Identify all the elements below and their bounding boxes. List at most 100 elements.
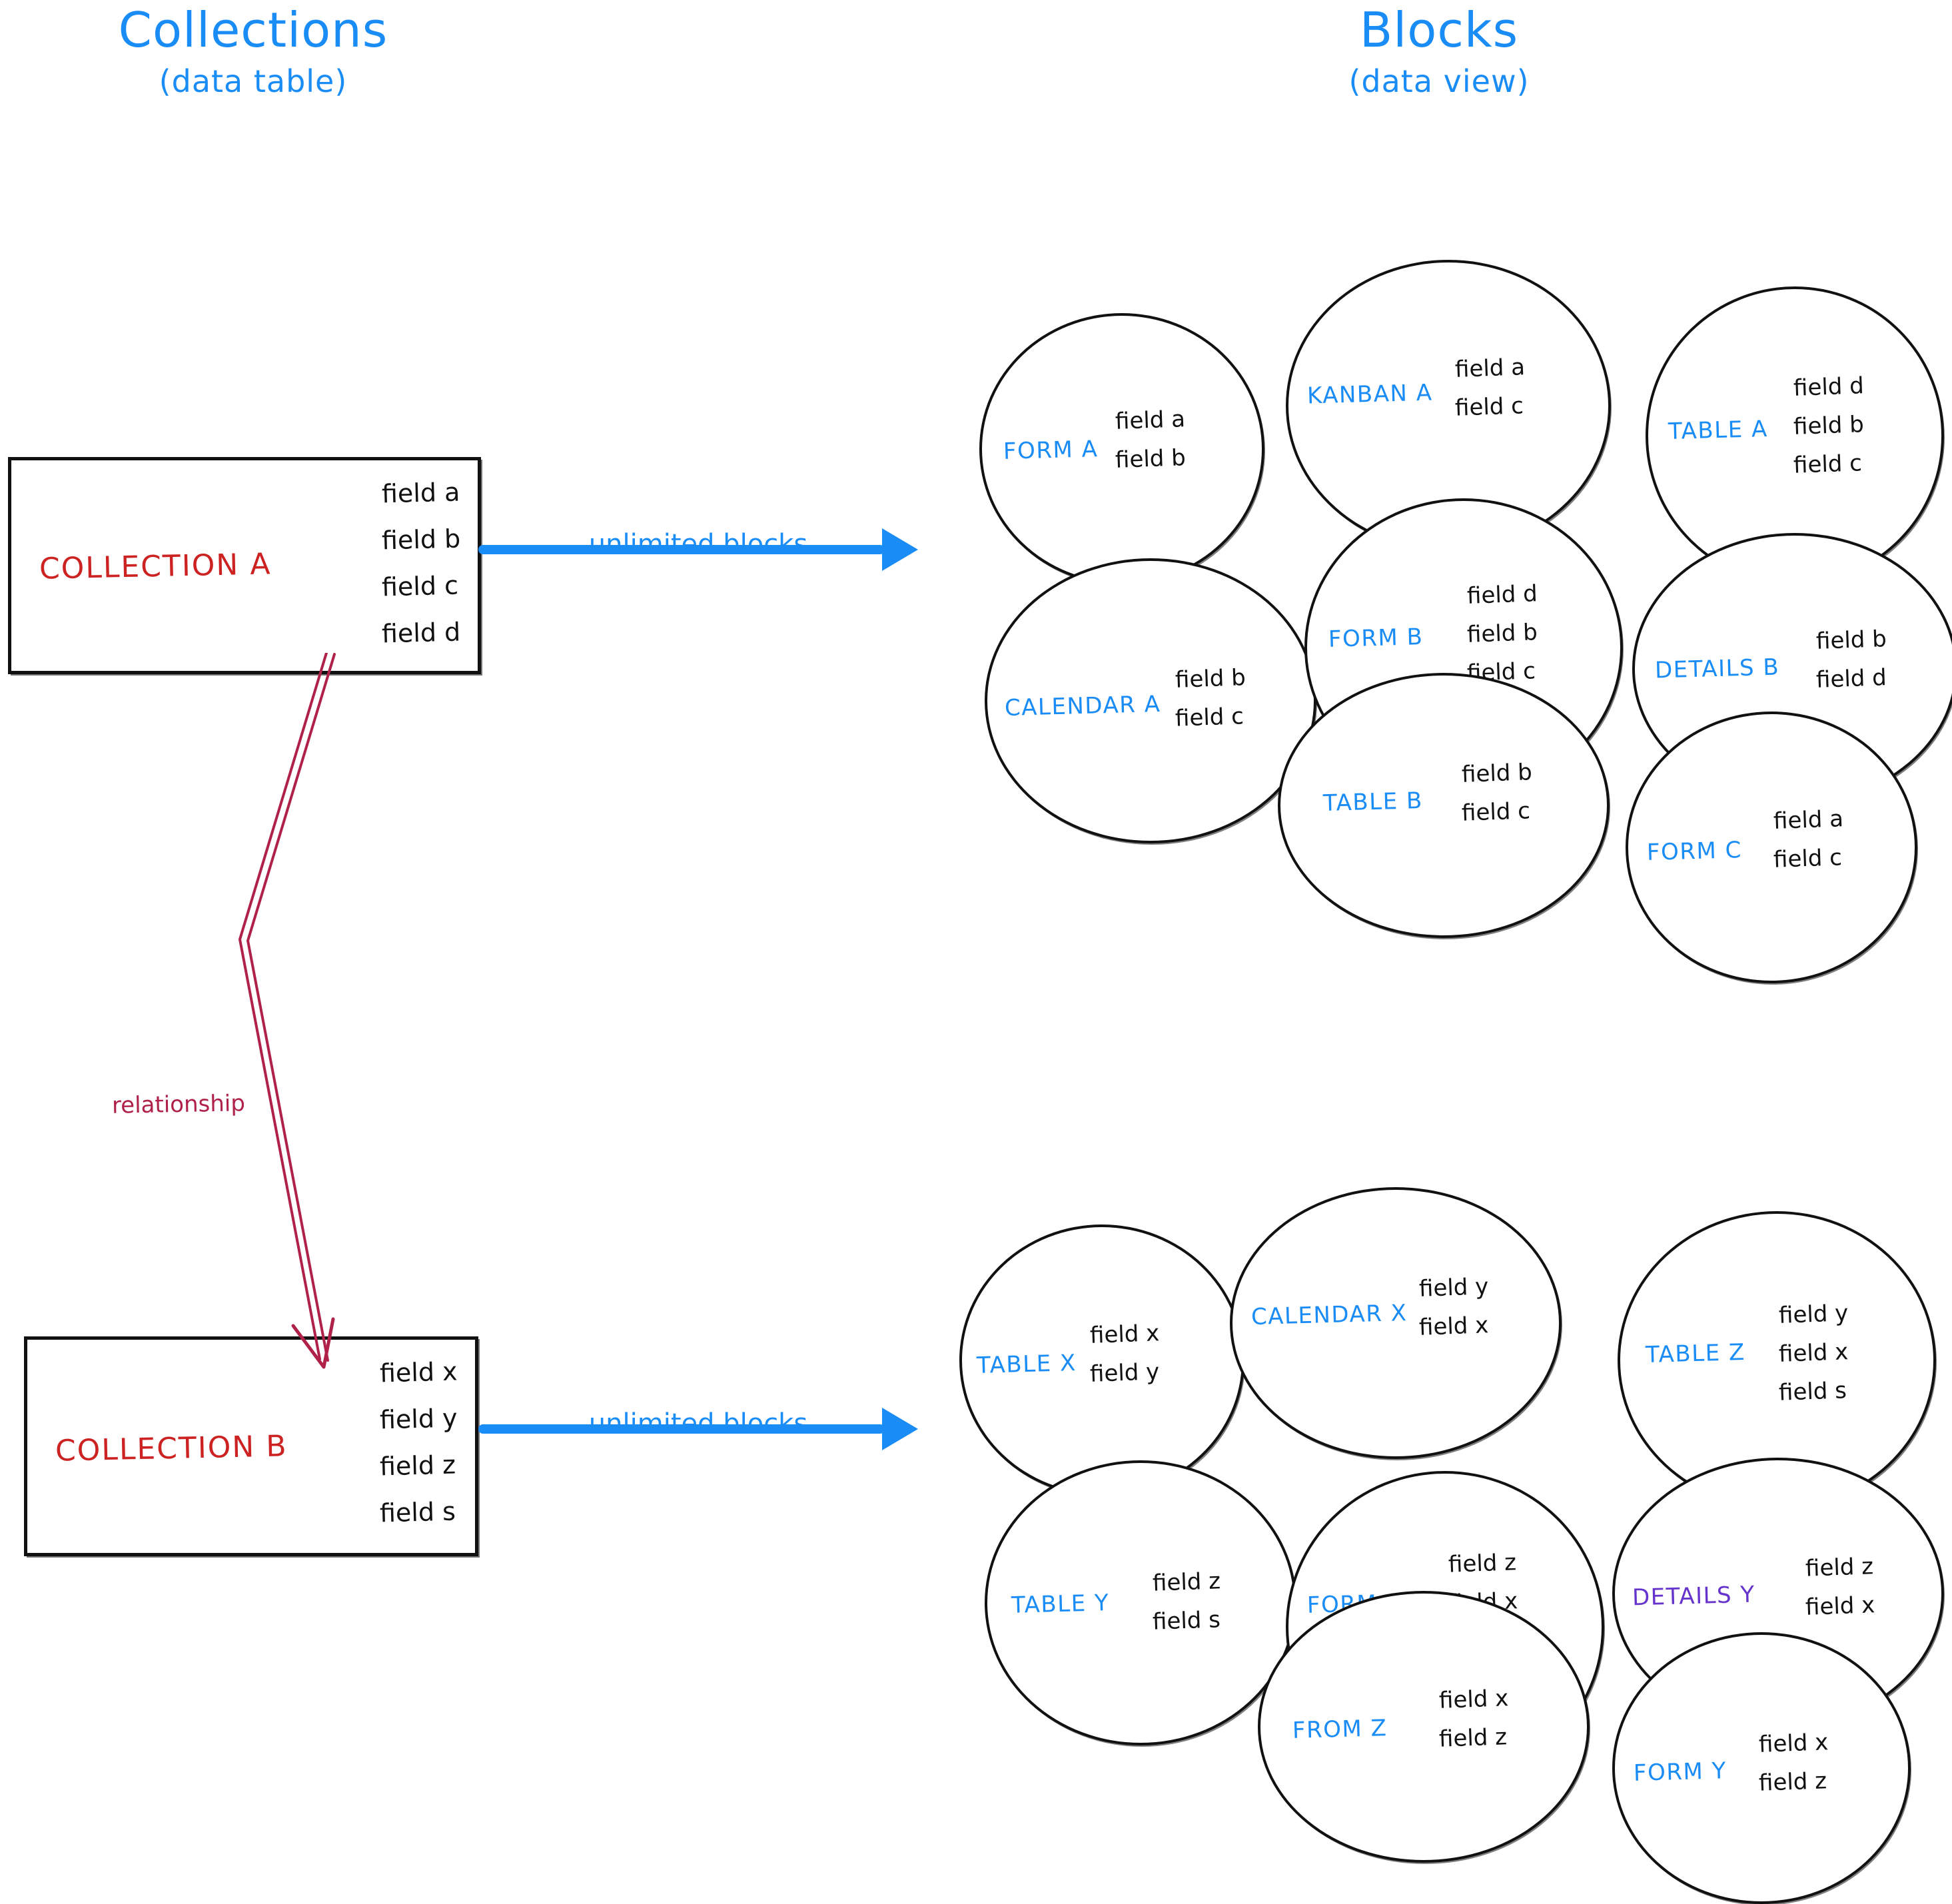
collection-b-field: field s (379, 1496, 456, 1528)
block-ellipse-from-z[interactable]: FROM Z field x field z (1258, 1591, 1590, 1863)
collection-a-field: field b (381, 524, 461, 556)
block-field: field d (1793, 372, 1865, 402)
arrow-head-icon (882, 528, 918, 571)
block-field: field d (1815, 664, 1887, 694)
block-ellipse-table-b[interactable]: TABLE B field b field c (1278, 673, 1610, 938)
unlimited-blocks-label-bottom: unlimited blocks (588, 1408, 808, 1439)
block-field-list: field x field y (1089, 1315, 1160, 1392)
block-field-list: field b field c (1461, 754, 1533, 831)
block-field: field c (1454, 392, 1524, 422)
block-name: KANBAN A (1306, 379, 1433, 410)
block-field: field x (1758, 1729, 1829, 1758)
block-field-list: field a field c (1773, 801, 1843, 878)
block-field: field s (1152, 1606, 1221, 1636)
collections-heading: Collections (data table) (27, 5, 480, 97)
collection-a-box[interactable]: COLLECTION A field a field b field c fie… (8, 457, 481, 674)
block-name: FORM C (1646, 837, 1743, 866)
block-field: field c (1773, 844, 1843, 873)
block-name: TABLE Z (1645, 1339, 1746, 1368)
block-field: field c (1461, 797, 1531, 827)
block-name: FORM Y (1633, 1757, 1727, 1787)
collection-b-field-list: field x field y field z field s (380, 1349, 458, 1536)
block-field-list: field a field b (1115, 401, 1186, 478)
block-ellipse-table-y[interactable]: TABLE Y field z field s (985, 1460, 1296, 1745)
block-field-list: field d field b field c (1466, 576, 1538, 692)
block-ellipse-calendar-x[interactable]: CALENDAR X field y field x (1230, 1187, 1562, 1459)
block-name: DETAILS Y (1632, 1581, 1756, 1612)
block-field: field b (1461, 759, 1533, 788)
block-name: FORM B (1328, 624, 1424, 653)
arrow-head-icon (882, 1408, 918, 1450)
block-name: TABLE X (976, 1350, 1077, 1379)
arrow-shaft (478, 545, 885, 554)
block-field: field c (1175, 703, 1244, 732)
block-name: TABLE B (1322, 787, 1424, 817)
block-field: field a (1454, 354, 1526, 383)
block-name: TABLE Y (1011, 1590, 1110, 1619)
unlimited-blocks-arrow-bottom: unlimited blocks (478, 1392, 918, 1466)
block-field: field d (1466, 580, 1538, 610)
diagram-canvas: Collections (data table) Blocks (data vi… (8, 5, 1952, 1904)
blocks-subtitle: (data view) (1348, 63, 1530, 99)
block-field-list: field y field x (1418, 1268, 1489, 1346)
block-field-list: field x field z (1758, 1724, 1829, 1801)
block-field: field a (1115, 406, 1186, 435)
block-ellipse-form-y[interactable]: FORM Y field x field z (1612, 1632, 1911, 1904)
block-field-list: field b field c (1175, 660, 1246, 737)
collection-b-name: COLLECTION B (55, 1429, 288, 1468)
block-field: field x (1089, 1320, 1160, 1349)
collection-a-field: field a (381, 477, 460, 509)
collection-a-field: field c (381, 570, 459, 602)
collections-subtitle: (data table) (159, 63, 348, 99)
block-field: field z (1152, 1568, 1221, 1597)
block-field: field b (1793, 411, 1865, 440)
block-name: DETAILS B (1654, 654, 1780, 684)
block-field: field x (1805, 1592, 1875, 1621)
block-ellipse-form-c[interactable]: FORM C field a field c (1626, 712, 1917, 983)
unlimited-blocks-label-top: unlimited blocks (588, 529, 808, 560)
block-ellipse-calendar-a[interactable]: CALENDAR A field b field c (985, 558, 1316, 843)
block-name: FROM Z (1292, 1715, 1388, 1744)
block-field: field y (1089, 1358, 1160, 1388)
block-field-list: field z field s (1152, 1563, 1221, 1640)
collection-a-name: COLLECTION A (39, 547, 272, 586)
block-field-list: field y field x field s (1778, 1295, 1849, 1411)
block-name: TABLE A (1668, 416, 1769, 445)
block-field: field b (1175, 664, 1246, 694)
block-field-list: field x field z (1438, 1680, 1509, 1757)
block-field: field z (1805, 1553, 1874, 1582)
block-ellipse-form-a[interactable]: FORM A field a field b (979, 313, 1264, 585)
block-field: field x (1438, 1685, 1509, 1714)
arrow-shaft (478, 1424, 885, 1434)
block-field: field z (1758, 1767, 1827, 1797)
block-field: field x (1418, 1312, 1489, 1341)
block-field-list: field b field d (1815, 621, 1887, 698)
block-field: field y (1418, 1273, 1489, 1302)
block-field-list: field d field b field c (1793, 368, 1864, 484)
collection-a-field-list: field a field b field c field d (381, 470, 461, 656)
block-field: field b (1466, 619, 1538, 648)
block-field: field a (1773, 805, 1844, 835)
collection-b-field: field y (379, 1403, 458, 1435)
block-field: field c (1793, 450, 1863, 479)
collections-title: Collections (118, 2, 388, 58)
block-field: field z (1438, 1723, 1508, 1753)
collection-b-box[interactable]: COLLECTION B field x field y field z fie… (24, 1336, 478, 1556)
block-field: field x (1778, 1338, 1849, 1368)
block-field: field s (1778, 1377, 1847, 1406)
block-field: field b (1815, 626, 1887, 655)
block-ellipse-table-x[interactable]: TABLE X field x field y (959, 1224, 1244, 1496)
blocks-heading: Blocks (data view) (1186, 5, 1692, 97)
block-field: field b (1115, 444, 1187, 474)
collection-b-field: field z (379, 1450, 457, 1482)
unlimited-blocks-arrow-top: unlimited blocks (478, 513, 918, 586)
block-name: CALENDAR X (1250, 1299, 1408, 1331)
blocks-title: Blocks (1359, 2, 1519, 58)
block-field: field z (1448, 1549, 1517, 1578)
relationship-arrow (238, 653, 336, 1369)
block-field: field y (1778, 1300, 1849, 1329)
collection-a-field: field d (381, 617, 461, 649)
block-field-list: field a field c (1454, 349, 1526, 426)
block-name: FORM A (1003, 436, 1099, 465)
block-name: CALENDAR A (1004, 690, 1161, 722)
